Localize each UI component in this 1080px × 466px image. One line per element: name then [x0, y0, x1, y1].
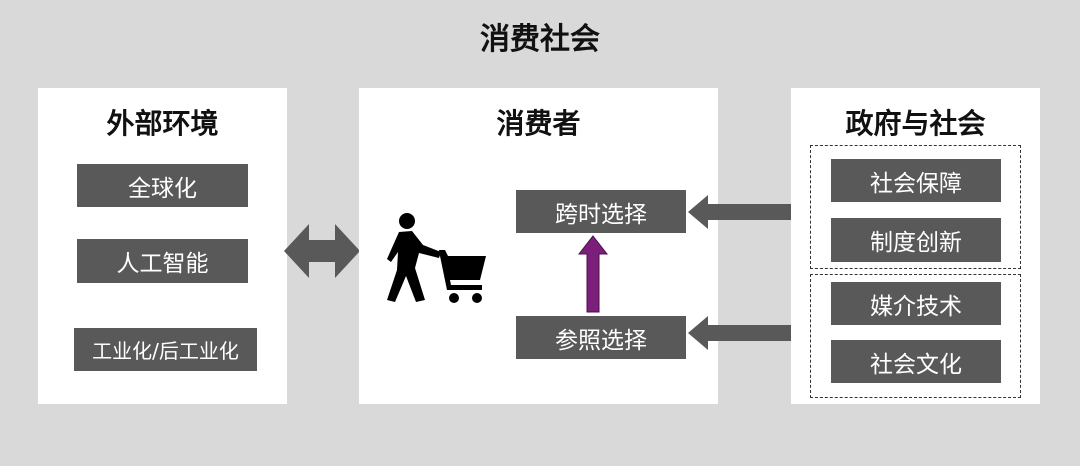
social-culture-box: 社会文化	[831, 340, 1001, 383]
bidirectional-arrow-icon	[284, 224, 360, 278]
media-culture-group	[810, 274, 1021, 398]
page-title: 消费社会	[480, 22, 600, 57]
external-environment-panel: 外部环境 全球化 人工智能 工业化/后工业化	[38, 88, 287, 404]
government-panel-title: 政府与社会	[845, 107, 986, 140]
government-society-panel: 政府与社会 社会保障 制度创新 媒介技术 社会文化	[791, 88, 1040, 404]
intertemporal-choice-box: 跨时选择	[516, 190, 686, 233]
shopping-cart-person-icon	[387, 213, 486, 303]
up-arrow-icon	[577, 235, 609, 313]
institutional-innovation-box: 制度创新	[831, 218, 1001, 262]
industrialization-box: 工业化/后工业化	[74, 328, 257, 371]
consumer-panel-title: 消费者	[496, 107, 581, 140]
artificial-intelligence-box: 人工智能	[77, 239, 248, 283]
institution-group	[810, 145, 1021, 269]
globalization-box: 全球化	[77, 164, 248, 207]
left-arrow-icon-top	[688, 195, 796, 229]
social-security-box: 社会保障	[831, 159, 1001, 202]
reference-choice-box: 参照选择	[516, 316, 686, 359]
media-technology-box: 媒介技术	[831, 282, 1001, 325]
external-panel-title: 外部环境	[106, 107, 219, 140]
consumer-panel: 消费者 跨时选择 参照选择	[359, 88, 718, 404]
left-arrow-icon-bottom	[688, 316, 796, 350]
